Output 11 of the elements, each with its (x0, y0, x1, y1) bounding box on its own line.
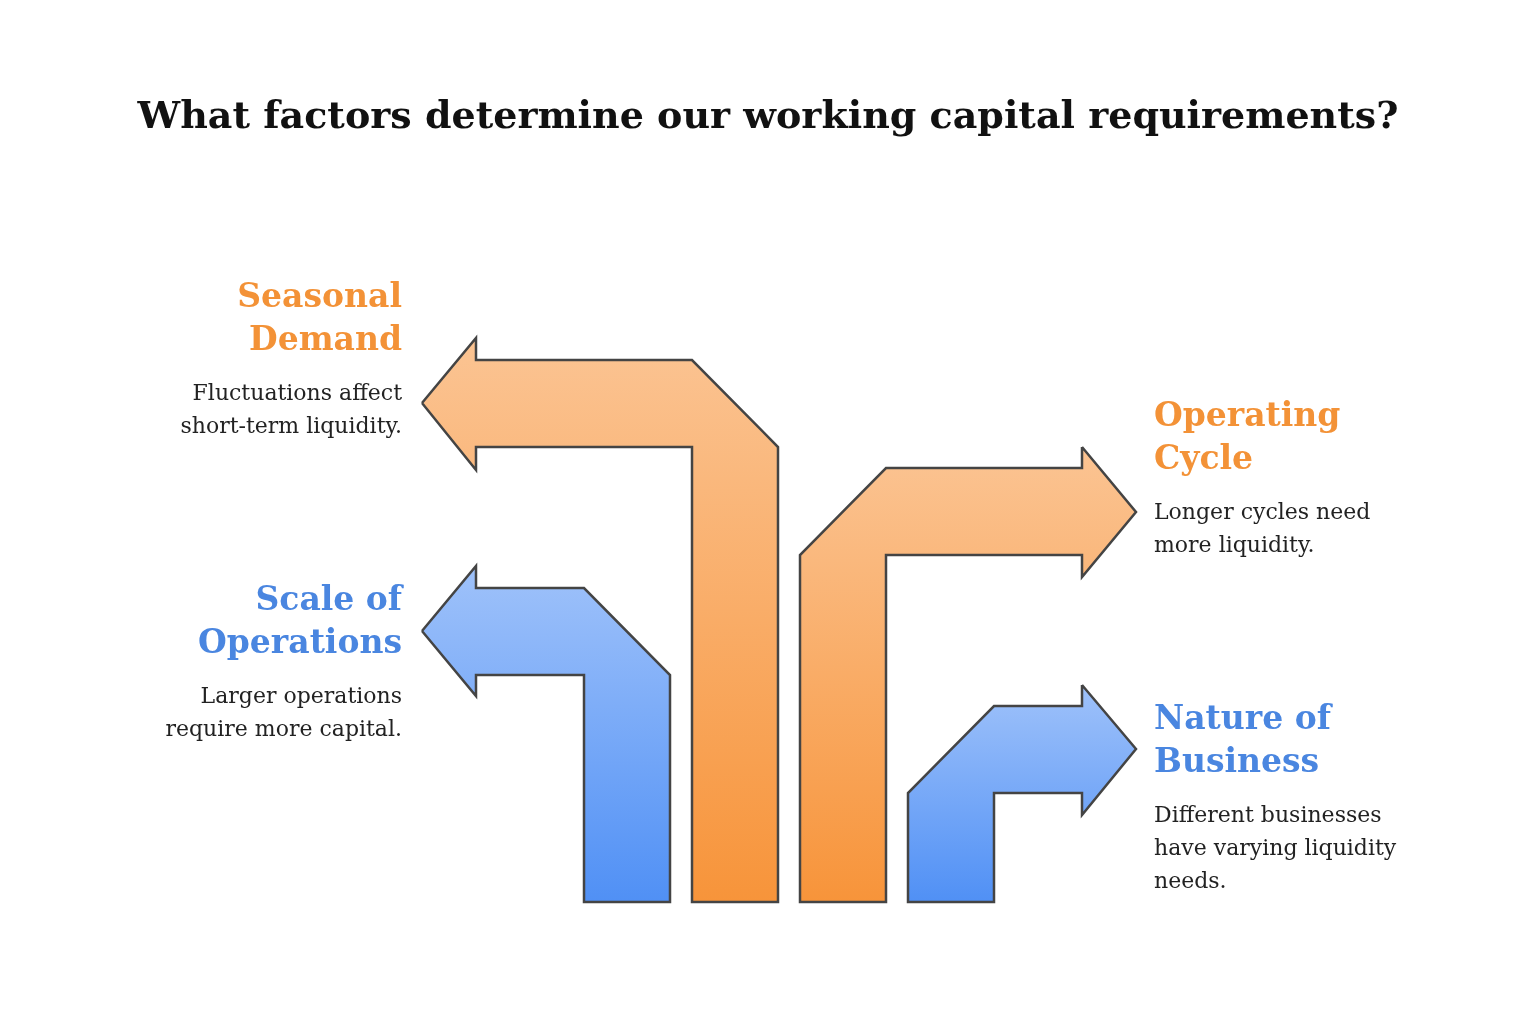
title: What factors determine our working capital requirements? (136, 92, 1400, 137)
heading: Scale of Operations (197, 578, 402, 663)
bent-arrow (420, 334, 780, 904)
heading: Nature of Business (1154, 697, 1334, 782)
description: Different businesses have varying liquidity needs. (1154, 801, 1398, 895)
bent-arrow (420, 562, 672, 904)
heading: Seasonal Demand (236, 275, 402, 360)
description: Longer cycles need more liquidity. (1154, 498, 1372, 559)
heading: Operating Cycle (1154, 394, 1342, 479)
description: Fluctuations affect short-term liquidity. (179, 379, 402, 440)
description: Larger operations require more capital. (164, 682, 402, 743)
